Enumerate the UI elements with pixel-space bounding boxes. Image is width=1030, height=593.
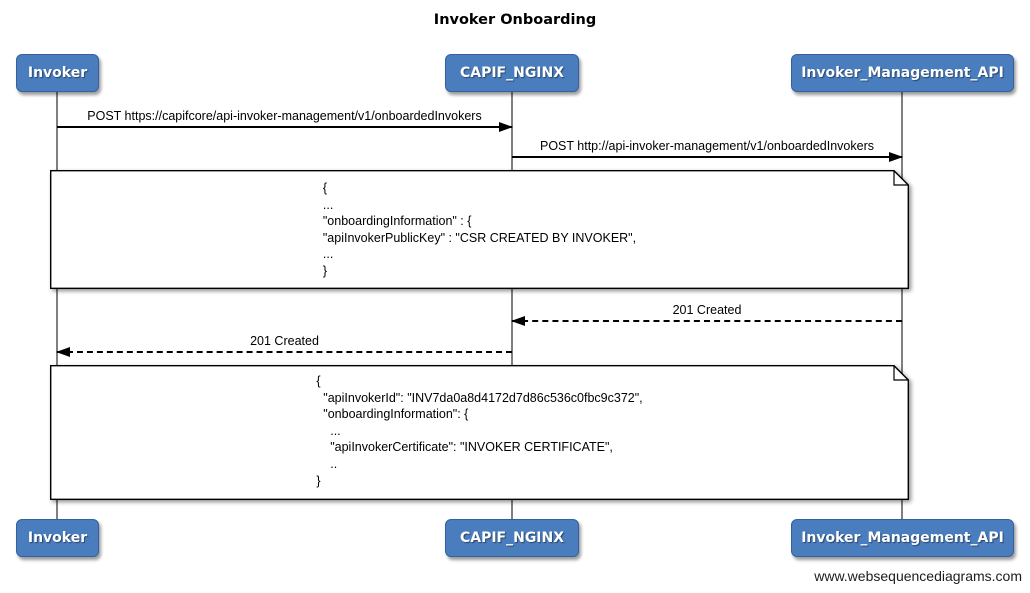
actor-invoker-management-api-label: Invoker_Management_API [801,65,1004,81]
note-outline-icon [50,365,909,501]
arrowhead-left-icon [511,315,525,326]
message-post-onboard-to-ima: POST http://api-invoker-management/v1/on… [512,139,903,162]
actor-invoker-label: Invoker [27,530,88,546]
watermark: www.websequencediagrams.com [814,568,1022,584]
arrowhead-right-icon [889,151,903,162]
lifeline-invoker-management-api [901,92,903,519]
note-response-body: { "apiInvokerId": "INV7da0a8d4172d7d86c5… [50,365,909,501]
arrowhead-left-icon [56,346,70,357]
actor-invoker-management-api-label: Invoker_Management_API [801,530,1004,546]
actor-invoker-bottom: Invoker [16,519,99,557]
actor-capif-nginx-label: CAPIF_NGINX [459,530,565,546]
diagram-title: Invoker Onboarding [433,12,597,28]
message-line [57,351,512,353]
message-201-created-to-capif: 201 Created [511,303,902,326]
actor-invoker-management-api-top: Invoker_Management_API [791,54,1014,92]
note-response-body-text: { "apiInvokerId": "INV7da0a8d4172d7d86c5… [316,374,643,488]
note-outline-icon [50,170,909,290]
note-request-body-text: { ... "onboardingInformation" : { "apiIn… [322,181,637,278]
actor-invoker-label: Invoker [27,65,88,81]
message-line [512,320,902,322]
actor-capif-nginx-bottom: CAPIF_NGINX [445,519,579,557]
actor-invoker-top: Invoker [16,54,99,92]
arrowhead-right-icon [499,121,513,132]
message-201-created-to-capif-label: 201 Created [672,303,742,317]
lifeline-capif-nginx [511,92,513,519]
message-201-created-to-invoker-label: 201 Created [250,334,319,348]
actor-capif-nginx-top: CAPIF_NGINX [445,54,579,92]
message-201-created-to-invoker: 201 Created [56,334,512,357]
lifeline-invoker [56,92,58,519]
message-post-onboard-to-capif-label: POST https://capifcore/api-invoker-manag… [87,109,482,123]
message-line [512,156,902,158]
actor-capif-nginx-label: CAPIF_NGINX [459,65,565,81]
message-post-onboard-to-ima-label: POST http://api-invoker-management/v1/on… [540,139,874,153]
message-post-onboard-to-capif: POST https://capifcore/api-invoker-manag… [57,109,513,132]
message-line [57,126,512,128]
note-request-body: { ... "onboardingInformation" : { "apiIn… [50,170,909,290]
actor-invoker-management-api-bottom: Invoker_Management_API [791,519,1014,557]
